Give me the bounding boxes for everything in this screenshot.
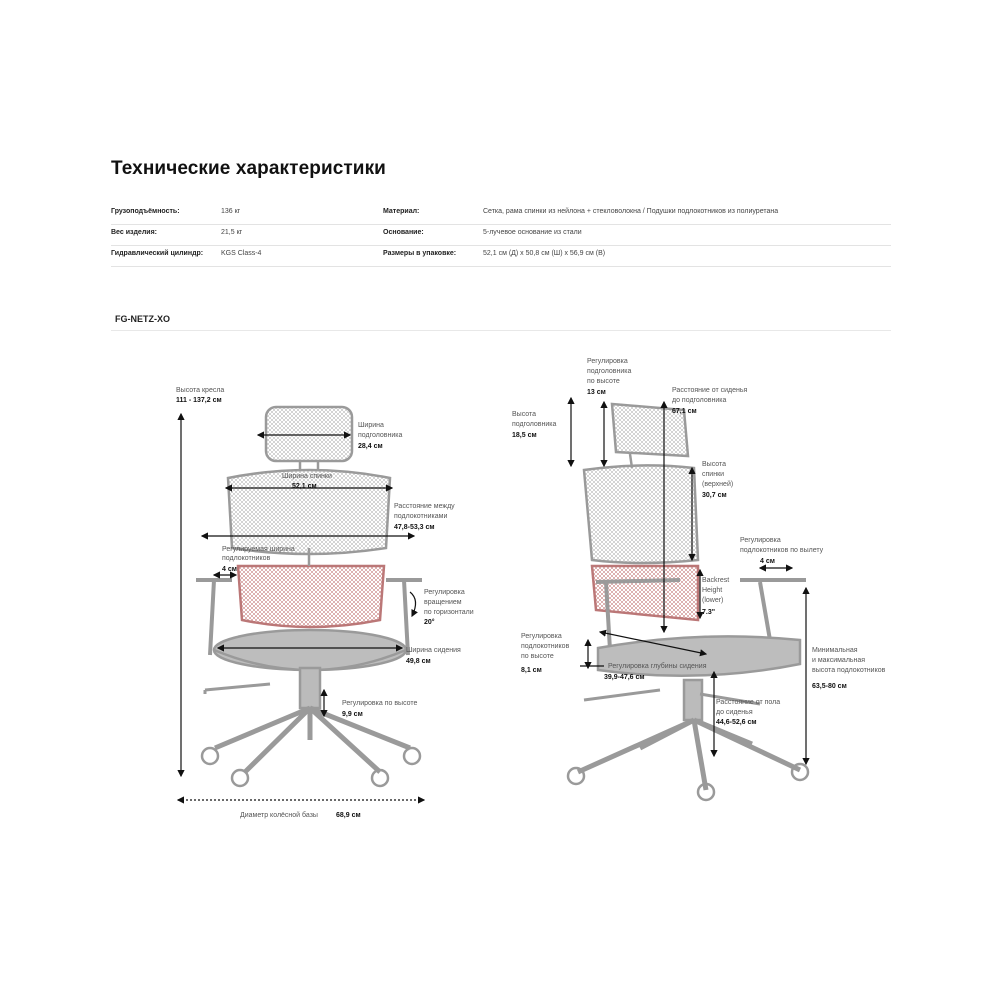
lower-back-height-value: 7.3" xyxy=(702,609,715,616)
seat-width-label: Ширина сидения xyxy=(406,647,461,654)
seat-width-value: 49,8 см xyxy=(406,658,431,665)
spec-label: Основание: xyxy=(383,229,424,236)
spec-value: Сетка, рама спинки из нейлона + стеклово… xyxy=(483,208,779,215)
headrest-height-label: подголовника xyxy=(512,421,557,428)
base-diameter-value: 68,9 см xyxy=(336,812,361,819)
spec-label: Вес изделия: xyxy=(111,229,157,236)
back-width-label: Ширина спинки xyxy=(282,473,332,480)
front-dimension-lines xyxy=(176,412,426,804)
lower-back-height-label: (lower) xyxy=(702,597,723,604)
side-dimension-lines xyxy=(567,396,810,766)
headrest-adj-label: подголовника xyxy=(587,368,632,375)
upper-back-height-value: 30,7 см xyxy=(702,492,727,499)
headrest-width-label: Ширина xyxy=(358,422,384,429)
headrest-adj-value: 13 см xyxy=(587,389,606,396)
spec-value: KGS Class-4 xyxy=(221,250,262,257)
front-chair-drawing xyxy=(196,405,422,788)
spec-value: 52,1 см (Д) x 50,8 см (Ш) x 56,9 см (В) xyxy=(483,250,606,257)
headrest-height-value: 18,5 см xyxy=(512,432,537,439)
upper-back-height-label: Высота xyxy=(702,461,726,468)
floor-to-seat-label: до сиденья xyxy=(716,709,753,716)
height-adj-value: 9,9 см xyxy=(342,711,363,718)
adj-armrest-width-label: Регулируемая ширина xyxy=(222,546,295,553)
seat-depth-adj-value: 39,9-47,6 см xyxy=(604,674,645,681)
adj-armrest-width-label: подлокотников xyxy=(222,555,271,562)
armrest-distance-label: Расстояние между xyxy=(394,503,455,510)
armrest-distance-value: 47,8-53,3 см xyxy=(394,524,435,531)
headrest-width-label: подголовника xyxy=(358,432,403,439)
divider xyxy=(111,330,891,331)
seat-to-headrest-value: 67,1 см xyxy=(672,408,697,415)
spec-row: Гидравлический цилиндр: KGS Class-4 Разм… xyxy=(111,244,891,267)
spec-row: Грузоподъёмность: 136 кг Материал: Сетка… xyxy=(111,202,891,225)
headrest-height-label: Высота xyxy=(512,411,536,418)
spec-row: Вес изделия: 21,5 кг Основание: 5-лучево… xyxy=(111,223,891,246)
upper-back-height-label: (верхней) xyxy=(702,480,733,488)
headrest-adj-label: Регулировка xyxy=(587,358,628,365)
armrest-height-adj-label: по высоте xyxy=(521,653,554,660)
armrest-minmax-label: Минимальная xyxy=(812,647,858,654)
headrest-adj-label: по высоте xyxy=(587,378,620,385)
armrest-rotation-label: вращением xyxy=(424,599,462,606)
lower-back-height-label: Backrest xyxy=(702,577,729,584)
armrest-height-adj-label: Регулировка xyxy=(521,633,562,640)
spec-value: 21,5 кг xyxy=(221,229,243,236)
armrest-depth-adj-value: 4 см xyxy=(760,558,775,565)
back-width-value: 52,1 см xyxy=(292,483,317,490)
spec-value: 5-лучевое основание из стали xyxy=(483,229,582,236)
armrest-depth-adj-label: Регулировка xyxy=(740,537,781,544)
armrest-rotation-label: Регулировка xyxy=(424,589,465,596)
base-diameter-label: Диаметр колёсной базы xyxy=(240,811,318,819)
floor-to-seat-value: 44,6-52,6 см xyxy=(716,719,757,726)
seat-to-headrest-label: Расстояние от сиденья xyxy=(672,387,748,394)
armrest-height-adj-value: 8,1 см xyxy=(521,667,542,674)
armrest-minmax-label: и максимальная xyxy=(812,657,865,664)
seat-height-label: Высота кресла xyxy=(176,387,224,394)
spec-label: Грузоподъёмность: xyxy=(111,208,180,215)
spec-value: 136 кг xyxy=(221,208,241,215)
armrest-distance-label: подлокотниками xyxy=(394,513,447,520)
page-title: Технические характеристики xyxy=(111,158,386,179)
seat-height-value: 111 - 137,2 см xyxy=(176,397,222,404)
armrest-height-adj-label: подлокотников xyxy=(521,643,570,650)
armrest-rotation-label: по горизонтали xyxy=(424,609,474,616)
headrest-width-value: 28,4 см xyxy=(358,443,383,450)
armrest-minmax-label: высота подлокотников xyxy=(812,667,886,674)
spec-label: Размеры в упаковке: xyxy=(383,250,457,257)
seat-to-headrest-label: до подголовника xyxy=(672,397,726,404)
adj-armrest-width-value: 4 см xyxy=(222,566,237,573)
floor-to-seat-label: Расстояние от пола xyxy=(716,699,780,706)
seat-depth-adj-label: Регулировка глубины сидения xyxy=(608,662,707,670)
upper-back-height-label: спинки xyxy=(702,471,724,478)
armrest-minmax-value: 63,5-80 см xyxy=(812,683,847,690)
spec-label: Материал: xyxy=(383,208,420,215)
armrest-rotation-value: 20° xyxy=(424,618,435,626)
model-name: FG-NETZ-XO xyxy=(115,314,170,324)
spec-label: Гидравлический цилиндр: xyxy=(111,250,204,257)
armrest-depth-adj-label: подлокотников по вылету xyxy=(740,547,824,554)
height-adj-label: Регулировка по высоте xyxy=(342,700,418,707)
lower-back-height-label: Height xyxy=(702,587,722,594)
